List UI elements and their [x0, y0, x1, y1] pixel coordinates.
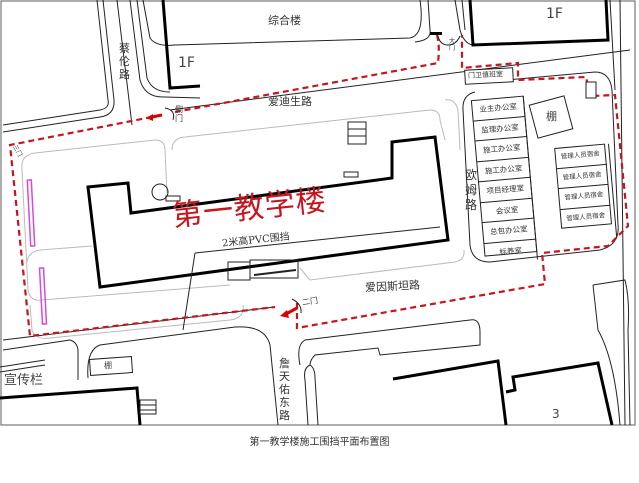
south-stairs [139, 399, 157, 415]
plan-caption: 第一教学楼施工围挡平面布置图 [249, 437, 390, 448]
road-south-cross-label: 詹天佑东路 [279, 357, 290, 422]
road-north-label: 爱迪生路 [268, 95, 312, 108]
fence-line [194, 226, 441, 254]
fence-note: 2米高PVC围挡 [221, 231, 291, 250]
main-gate-label: 大门 [449, 38, 456, 52]
south-east-building [392, 359, 614, 426]
main-gate [430, 32, 461, 46]
entrance-south [227, 259, 299, 281]
office-block [470, 95, 538, 260]
guard-room-label: 门卫值班室 [467, 70, 504, 80]
stair-icon [165, 195, 181, 202]
office-room: 标养室 [499, 245, 523, 257]
shed-label: 棚 [546, 110, 557, 123]
south-west-building [0, 386, 142, 426]
building-number-3: 3 [552, 407, 560, 421]
bulletin-bar-left-2 [38, 267, 48, 325]
road-lines [0, 0, 631, 426]
road-west-label: 蔡伦路 [119, 42, 130, 81]
north-west-building [161, 0, 201, 90]
construction-fence [8, 34, 630, 338]
shed [528, 95, 574, 139]
stair-icon-2 [343, 171, 359, 178]
floor-label-left: 1F [178, 55, 195, 71]
left-gate-label: 三门 [11, 144, 24, 158]
floor-label-right: 1F [546, 6, 563, 22]
shed-south [88, 356, 134, 376]
guard-room [464, 67, 514, 85]
office-list: 业主办公室 监理办公室 施工办公室 施工办公室 项目经理室 会议室 总包办公室 … [471, 96, 537, 262]
side-gate-label: 侧门 [175, 105, 183, 123]
shed-south-label: 棚 [104, 361, 112, 370]
building-title: 第一教学楼 [170, 182, 329, 235]
road-east-label: 欧姆路 [465, 168, 478, 212]
dorm-block [554, 143, 618, 238]
second-gate-label: 二门 [301, 295, 319, 308]
road-south-label: 爱因斯坦路 [364, 278, 421, 295]
bulletin-bar-left-1 [26, 179, 36, 247]
water-tank [585, 81, 597, 99]
campus-paths [21, 99, 465, 339]
tree-icon [151, 183, 169, 201]
bulletin-label: 宣传栏 [4, 373, 44, 388]
north-east-building [468, 0, 610, 47]
dorm-list: 管理人员宿舍 管理人员宿舍 管理人员宿舍 管理人员宿舍 [554, 143, 612, 229]
side-gate [146, 107, 175, 121]
dorm-room: 管理人员宿舍 [565, 210, 606, 223]
main-teaching-building [86, 135, 450, 289]
north-building-label: 综合楼 [268, 14, 301, 27]
stairs-north [347, 121, 367, 145]
second-gate [280, 298, 302, 318]
